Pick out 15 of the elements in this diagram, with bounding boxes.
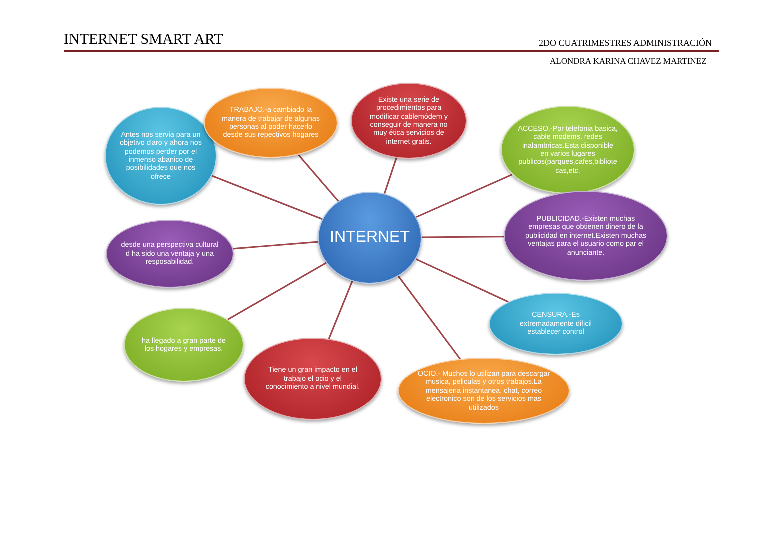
central-label: INTERNET — [330, 228, 410, 248]
connector-line — [328, 281, 354, 340]
connector-line — [422, 236, 504, 238]
connector-line — [416, 258, 509, 303]
central-ellipse — [318, 192, 422, 284]
connector-line — [233, 241, 318, 250]
connector-line — [298, 154, 340, 202]
header-text: ALONDRA KARINA CHAVEZ MARTINEZ — [550, 56, 707, 66]
connector-line — [398, 276, 462, 360]
connector-line — [384, 158, 398, 194]
connector-line — [212, 175, 323, 220]
title: INTERNET SMART ART — [64, 32, 224, 49]
header-text: 2DO CUATRIMESTRES ADMINISTRACIÓN — [539, 38, 712, 48]
connector-line — [416, 174, 513, 218]
connector-line — [228, 262, 327, 320]
